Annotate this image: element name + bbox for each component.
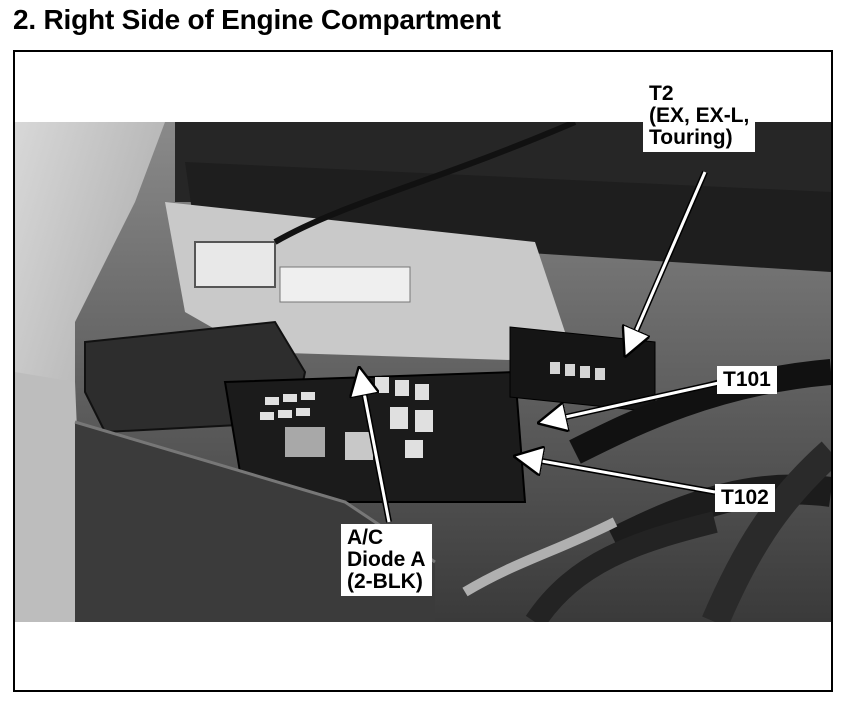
- callout-t2: T2 (EX, EX-L, Touring): [643, 80, 756, 152]
- callout-t102-label: T102: [721, 486, 769, 509]
- callout-t2-line: (EX, EX-L,: [649, 104, 750, 127]
- callout-t101: T101: [717, 366, 777, 394]
- callout-ac-diode-line: A/C: [347, 526, 384, 549]
- callout-t2-line: T2: [649, 82, 674, 105]
- figure-frame: T2 (EX, EX-L, Touring) T101 T102 A/C Dio…: [13, 50, 833, 692]
- callout-t2-line: Touring): [649, 126, 733, 149]
- callout-t101-label: T101: [723, 368, 771, 391]
- callout-ac-diode-line: (2-BLK): [347, 570, 423, 593]
- page-title: 2. Right Side of Engine Compartment: [13, 4, 501, 35]
- callout-t102: T102: [715, 484, 775, 512]
- callout-ac-diode-a: A/C Diode A (2-BLK): [341, 524, 432, 596]
- callout-ac-diode-line: Diode A: [347, 548, 426, 571]
